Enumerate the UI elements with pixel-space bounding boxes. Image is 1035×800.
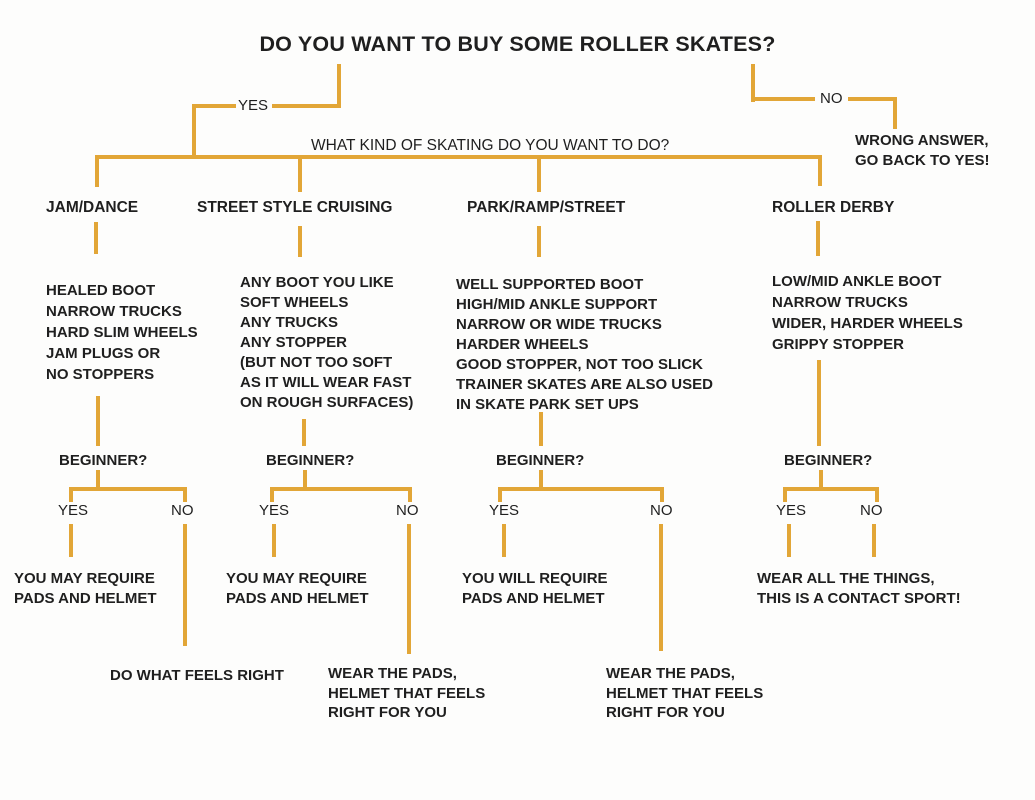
fork-yes-label: YES bbox=[489, 502, 520, 519]
connector-line bbox=[270, 487, 412, 491]
connector-line bbox=[498, 487, 664, 491]
wrong-answer-outcome: WRONG ANSWER, GO BACK TO YES! bbox=[855, 132, 990, 169]
connector-line bbox=[875, 487, 879, 502]
beginner-question: BEGINNER? bbox=[266, 452, 355, 469]
connector-line bbox=[498, 487, 502, 502]
fork-yes-label: YES bbox=[58, 502, 89, 519]
connector-line bbox=[183, 524, 187, 646]
connector-line bbox=[783, 487, 879, 491]
connector-line bbox=[539, 470, 543, 489]
connector-line bbox=[787, 524, 791, 557]
connector-line bbox=[270, 487, 274, 502]
connector-line bbox=[94, 222, 98, 254]
branch-label-park-ramp-street: PARK/RAMP/STREET bbox=[467, 199, 626, 216]
root-yes-label: YES bbox=[238, 97, 269, 114]
connector-line bbox=[69, 487, 73, 502]
outcome-no-jam-dance: DO WHAT FEELS RIGHT bbox=[110, 667, 284, 684]
fork-yes-label: YES bbox=[776, 502, 807, 519]
outcome-yes-park-ramp-street: YOU WILL REQUIRE PADS AND HELMET bbox=[462, 570, 608, 607]
connector-line bbox=[272, 524, 276, 557]
connector-line bbox=[819, 470, 823, 489]
connector-line bbox=[659, 524, 663, 651]
connector-line bbox=[183, 487, 187, 502]
gear-list-street-style-cruising: ANY BOOT YOU LIKE SOFT WHEELS ANY TRUCKS… bbox=[240, 274, 414, 411]
connector-line bbox=[408, 487, 412, 502]
connector-line bbox=[848, 97, 897, 101]
beginner-question: BEGINNER? bbox=[496, 452, 585, 469]
fork-no-label: NO bbox=[650, 502, 673, 519]
gear-list-roller-derby: LOW/MID ANKLE BOOT NARROW TRUCKS WIDER, … bbox=[772, 273, 963, 353]
fork-yes-label: YES bbox=[259, 502, 290, 519]
connector-line bbox=[95, 155, 822, 159]
fork-no-label: NO bbox=[171, 502, 194, 519]
connector-line bbox=[95, 155, 99, 187]
skating-kind-question: WHAT KIND OF SKATING DO YOU WANT TO DO? bbox=[311, 137, 670, 154]
page-title: DO YOU WANT TO BUY SOME ROLLER SKATES? bbox=[259, 32, 776, 56]
outcome-no-park-ramp-street: WEAR THE PADS, HELMET THAT FEELS RIGHT F… bbox=[606, 665, 764, 721]
connector-line bbox=[537, 226, 541, 257]
connector-line bbox=[298, 226, 302, 257]
connector-line bbox=[817, 360, 821, 446]
connector-line bbox=[783, 487, 787, 502]
root-no-label: NO bbox=[820, 90, 843, 107]
connector-line bbox=[96, 396, 100, 446]
branch-label-roller-derby: ROLLER DERBY bbox=[772, 199, 895, 216]
connector-line bbox=[755, 97, 815, 101]
fork-no-label: NO bbox=[860, 502, 883, 519]
outcome-yes-jam-dance: YOU MAY REQUIRE PADS AND HELMET bbox=[14, 570, 157, 607]
branch-label-jam-dance: JAM/DANCE bbox=[46, 199, 139, 216]
connector-line bbox=[751, 64, 755, 102]
gear-list-jam-dance: HEALED BOOT NARROW TRUCKS HARD SLIM WHEE… bbox=[46, 282, 198, 383]
connector-line bbox=[816, 221, 820, 256]
beginner-question: BEGINNER? bbox=[59, 452, 148, 469]
connector-line bbox=[192, 104, 196, 159]
connector-line bbox=[537, 155, 541, 192]
connector-line bbox=[69, 524, 73, 557]
branch-label-street-style-cruising: STREET STYLE CRUISING bbox=[197, 199, 393, 216]
connector-line bbox=[298, 155, 302, 192]
connector-line bbox=[539, 412, 543, 446]
connector-line bbox=[96, 470, 100, 489]
connector-line bbox=[818, 155, 822, 186]
connector-line bbox=[302, 419, 306, 446]
fork-no-label: NO bbox=[396, 502, 419, 519]
connector-line bbox=[872, 524, 876, 557]
connector-line bbox=[272, 104, 341, 108]
connector-line bbox=[69, 487, 187, 491]
connector-line bbox=[660, 487, 664, 502]
connector-line bbox=[192, 104, 236, 108]
connector-line bbox=[337, 64, 341, 108]
beginner-question: BEGINNER? bbox=[784, 452, 873, 469]
outcome-no-street-style-cruising: WEAR THE PADS, HELMET THAT FEELS RIGHT F… bbox=[328, 665, 486, 721]
gear-list-park-ramp-street: WELL SUPPORTED BOOT HIGH/MID ANKLE SUPPO… bbox=[456, 276, 713, 413]
outcome-yes-street-style-cruising: YOU MAY REQUIRE PADS AND HELMET bbox=[226, 570, 369, 607]
outcome-shared-roller-derby: WEAR ALL THE THINGS, THIS IS A CONTACT S… bbox=[757, 570, 961, 607]
connector-line bbox=[893, 97, 897, 129]
connector-line bbox=[502, 524, 506, 557]
connector-line bbox=[407, 524, 411, 654]
connector-line bbox=[303, 470, 307, 489]
